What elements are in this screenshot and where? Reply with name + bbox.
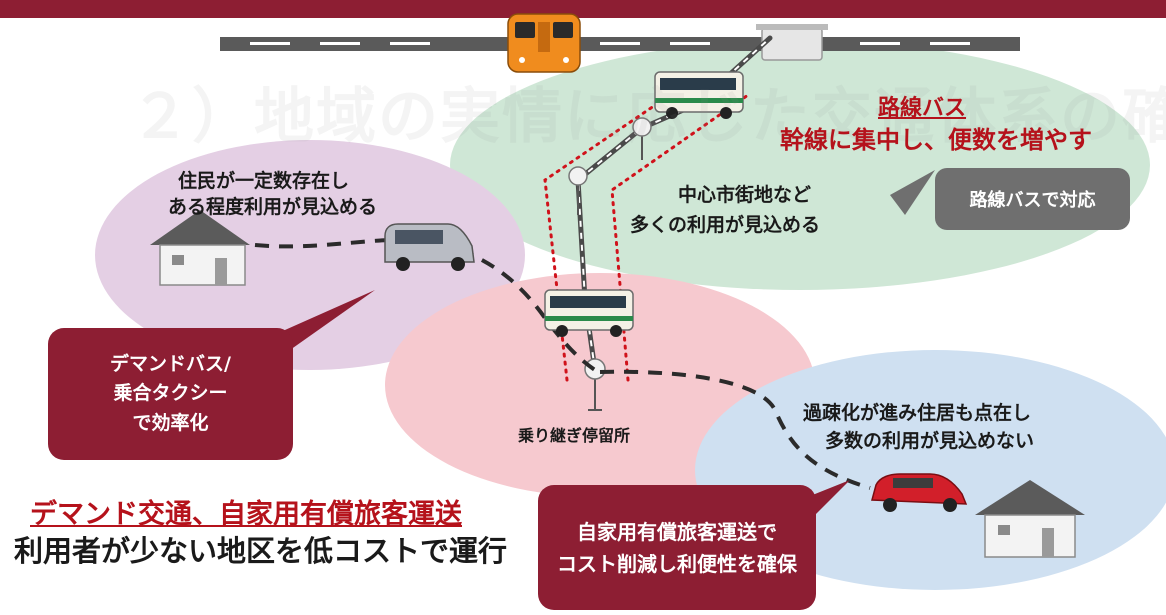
railway-track [220,37,1020,51]
residents-line1: 住民が一定数存在し [178,170,350,192]
demand-callout-line1: デマンドバス/ [110,352,231,375]
route-bus-callout: 路線バスで対応 [935,168,1130,230]
bus-icon [544,289,634,337]
zone-residential [95,140,525,370]
bus-stop-icon [632,117,652,160]
city-center-line1: 中心市街地など [678,184,812,206]
residents-line2: ある程度利用が見込める [168,196,378,218]
private-callout-line2: コスト削減し利便性を確保 [557,551,797,576]
house-icon [975,480,1085,558]
train-icon [507,13,581,73]
demand-callout-line2: 乗合タクシー [113,382,228,405]
route-bus-title: 路線バス [878,96,967,121]
demand-route-line [254,238,871,490]
demand-bus-callout: デマンドバス/ 乗合タクシー で効率化 [48,328,293,460]
private-callout-line1: 自家用有償旅客運送で [577,519,777,544]
demand-transport-subtitle: 利用者が少ない地区を低コストで運行 [14,534,508,568]
route-bus-subtitle: 幹線に集中し、便数を増やす [780,126,1092,154]
route-bus-callout-text: 路線バスで対応 [969,190,1096,211]
depopulated-line1: 過疎化が進み住居も点在し [803,402,1032,424]
transfer-stop-label: 乗り継ぎ停留所 [518,426,631,445]
demand-callout-line3: で効率化 [132,411,209,434]
house-icon [150,210,250,286]
background-title: ２）地域の実情に応じた交通体系の確立 事例 [130,82,1166,152]
city-center-line2: 多くの利用が見込める [630,214,821,236]
header-bar [0,0,1166,18]
bus-stop-icon [568,166,588,215]
callout-pointer [890,170,935,215]
car-icon [871,473,968,512]
van-icon [384,223,475,271]
bus-icon [654,71,744,119]
depopulated-line2: 多数の利用が見込めない [825,430,1035,452]
demand-transport-title: デマンド交通、自家用有償旅客運送 [30,499,462,530]
private-transport-callout: 自家用有償旅客運送で コスト削減し利便性を確保 [538,485,816,610]
